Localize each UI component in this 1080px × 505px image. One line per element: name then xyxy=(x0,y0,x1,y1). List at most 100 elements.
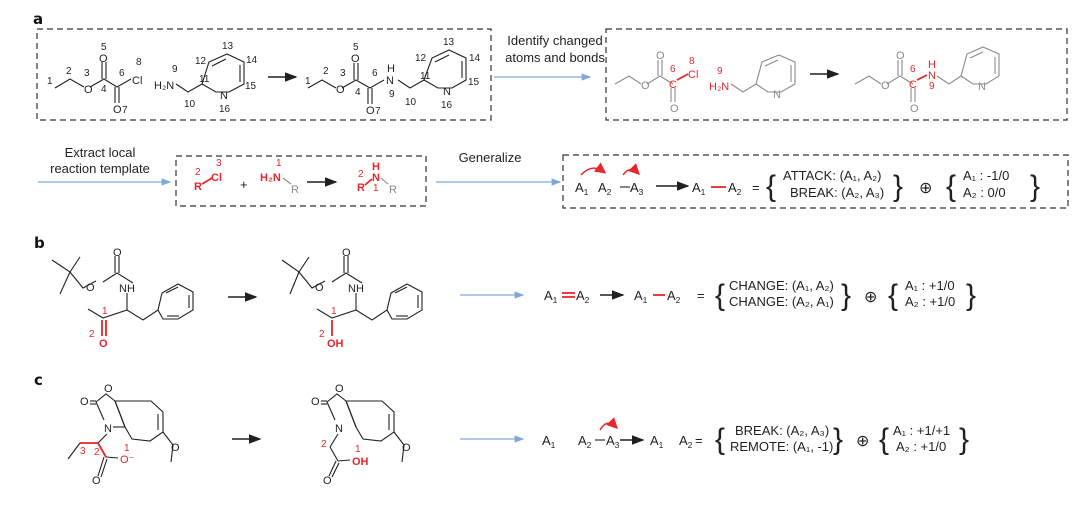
atom-a1: A1 xyxy=(692,180,706,197)
oplus-icon: ⊕ xyxy=(856,433,869,450)
atom-number: 9 xyxy=(389,89,395,100)
atom-number: 16 xyxy=(219,104,231,115)
atom-number: 10 xyxy=(184,99,196,110)
atom-o: O xyxy=(335,383,344,395)
atom-number: 3 xyxy=(340,68,346,79)
atom-number-changed: 1 xyxy=(124,443,130,454)
atom-c-changed: C xyxy=(909,79,917,91)
atom-number: 2 xyxy=(323,66,329,77)
plus-sign: + xyxy=(240,177,248,192)
atom-o: O xyxy=(104,383,113,395)
atom-number: 5 xyxy=(101,42,107,53)
atom-number: 11 xyxy=(199,74,210,85)
reactant-ethyl-chlorooxoacetate: O O O Cl 1 2 3 4 5 6 7 8 xyxy=(47,42,142,116)
atom-n: N xyxy=(773,89,781,101)
atom-a2: A2 xyxy=(667,288,681,305)
equals-sign: = xyxy=(752,180,760,195)
atom-n-changed: N xyxy=(928,70,936,82)
atom-number-changed: 8 xyxy=(689,56,695,67)
atom-a1-red: A1 xyxy=(650,433,664,450)
atom-number: 14 xyxy=(246,55,258,66)
reactant-picolylamine: H₂N N 9 10 11 12 13 14 15 16 xyxy=(154,41,258,115)
equals-sign: = xyxy=(695,433,703,448)
step-caption-identify: atoms and bonds xyxy=(505,50,605,65)
atom-number: 12 xyxy=(415,53,427,64)
product-alcohol: O O NH 1 2 OH xyxy=(281,247,423,350)
electron-arrow-icon xyxy=(599,417,618,431)
generalized-template-c: A1 A2 A3 A1 A2 = { BREAK: (A₂, A₃) REMOT… xyxy=(542,417,969,456)
atom-o: O xyxy=(84,84,93,96)
atom-r: R xyxy=(194,181,202,193)
highlighted-reactants: O O O C Cl 6 8 H₂N 9 N xyxy=(614,50,796,115)
panel-label-b: b xyxy=(34,234,45,252)
atom-a2: A2 xyxy=(728,180,742,197)
atom-cl: Cl xyxy=(132,75,142,87)
atom-number: 3 xyxy=(84,68,90,79)
atom-n: N xyxy=(386,75,394,87)
step-caption-extract: reaction template xyxy=(50,161,150,176)
generalized-template-a: A1 A2 A3 A1 A2 = { ATTACK: (A₁, A₂) BREA… xyxy=(575,162,1040,203)
product-carboxylic-acid: O O N O O OH 1 2 xyxy=(311,383,411,487)
atom-n: N xyxy=(220,90,228,102)
template-number: 1 xyxy=(276,158,282,169)
atom-h: H xyxy=(372,161,380,173)
atom-oh-changed: OH xyxy=(352,456,369,468)
atom-number: 8 xyxy=(136,57,142,68)
atom-n: N xyxy=(335,423,343,435)
atom-o: O xyxy=(86,282,95,294)
atom-o: O xyxy=(113,104,122,116)
right-brace: } xyxy=(959,423,969,456)
atom-cl-changed: Cl xyxy=(688,69,698,81)
atom-number: 13 xyxy=(222,41,234,52)
atom-number-changed: 1 xyxy=(355,444,361,455)
atom-o: O xyxy=(336,84,345,96)
panel-label-a: a xyxy=(33,10,43,28)
atom-number: 15 xyxy=(245,81,257,92)
atom-a1: A1 xyxy=(544,288,558,305)
atom-o: O xyxy=(80,396,89,408)
atom-a2: A2 xyxy=(578,433,592,450)
atom-n: N xyxy=(443,86,451,98)
oplus-icon: ⊕ xyxy=(864,289,877,306)
left-brace: { xyxy=(879,423,889,456)
atom-a3: A3 xyxy=(630,180,644,197)
step-caption-identify: Identify changed xyxy=(507,33,602,48)
reactant-carboxylate: O O N O O O⁻ 1 2 3 xyxy=(67,383,180,487)
atom-number-changed: 1 xyxy=(102,306,108,317)
charge-a1: A₁ : -1/0 xyxy=(963,168,1009,183)
atom-h2n-changed: H₂N xyxy=(709,81,729,93)
edit-remote: REMOTE: (A₁, -1) xyxy=(730,439,833,454)
local-template-box xyxy=(175,155,427,207)
atom-o-changed: O xyxy=(99,338,108,350)
atom-number: 15 xyxy=(468,77,480,88)
atom-number: 12 xyxy=(195,56,207,67)
atom-number-changed: 9 xyxy=(717,66,723,77)
right-brace: } xyxy=(1030,170,1040,203)
right-brace: } xyxy=(841,279,851,312)
atom-c-changed: C xyxy=(669,79,677,91)
atom-a2: A2 xyxy=(576,288,590,305)
step-caption-generalize: Generalize xyxy=(459,150,522,165)
product-oxamate: O O O N H N 1 2 3 4 5 6 7 9 10 11 12 13 … xyxy=(305,37,481,117)
edit-break: BREAK: (A₂, A₃) xyxy=(790,185,884,200)
template-number: 2 xyxy=(195,167,201,178)
atom-number: 4 xyxy=(355,87,361,98)
atom-number: 1 xyxy=(47,76,53,87)
atom-r: R xyxy=(357,182,365,194)
generalized-template-box xyxy=(562,154,1069,209)
atom-n: N xyxy=(372,172,380,184)
left-brace: { xyxy=(946,170,956,203)
atom-a1-red: A1 xyxy=(542,433,556,450)
atom-number: 6 xyxy=(119,68,125,79)
right-brace: } xyxy=(833,423,843,456)
atom-h2n: H₂N xyxy=(154,80,174,92)
atom-r: R xyxy=(389,184,397,196)
left-brace: { xyxy=(715,279,725,312)
atom-o: O xyxy=(881,80,890,92)
reactant-ketone: O O NH 1 2 O xyxy=(51,247,194,350)
atom-number-changed: 6 xyxy=(910,64,916,75)
atom-number: 6 xyxy=(372,68,378,79)
edit-change: CHANGE: (A₂, A₁) xyxy=(729,294,834,309)
atom-o-minus: O⁻ xyxy=(120,454,135,466)
left-brace: { xyxy=(715,423,725,456)
